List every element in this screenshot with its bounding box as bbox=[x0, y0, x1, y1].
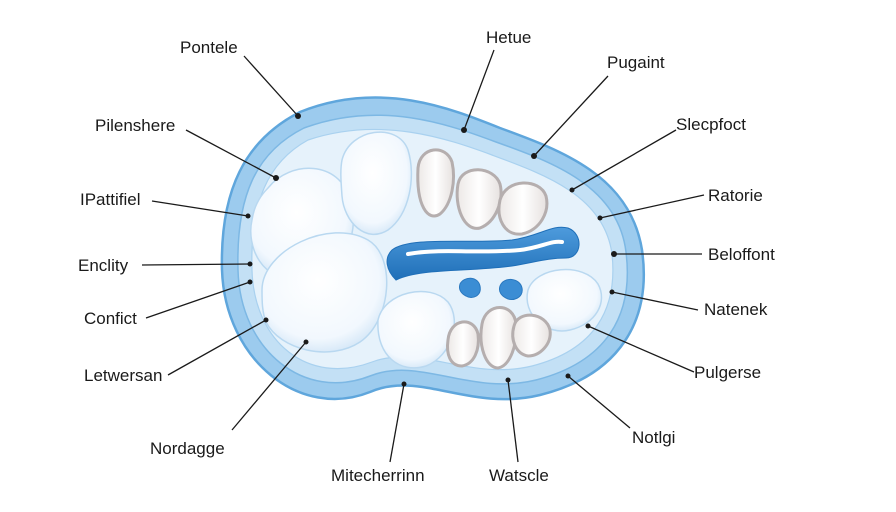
central-channel bbox=[386, 226, 580, 281]
label-pontele: Pontele bbox=[180, 38, 238, 57]
dot-beloffont bbox=[611, 251, 617, 257]
label-slecpfoct: Slecpfoct bbox=[676, 115, 746, 134]
label-beloffont: Beloffont bbox=[708, 245, 775, 264]
tooth-lower-3 bbox=[511, 313, 552, 358]
dot-letwersan bbox=[263, 317, 269, 323]
nodule-left bbox=[459, 277, 481, 299]
dot-pontele bbox=[295, 113, 301, 119]
channel-highlight bbox=[406, 239, 564, 256]
tooth-upper-3 bbox=[497, 181, 549, 236]
leader-ipattifiel bbox=[151, 200, 249, 217]
lower-teeth bbox=[446, 306, 552, 370]
label-enclity: Enclity bbox=[78, 256, 129, 275]
labels: Pontele Hetue Pugaint Pilenshere Slecpfo… bbox=[78, 28, 775, 485]
label-natenek: Natenek bbox=[704, 300, 768, 319]
label-pulgerse: Pulgerse bbox=[694, 363, 761, 382]
label-ipattifiel: IPattifiel bbox=[80, 190, 140, 209]
leader-natenek bbox=[611, 291, 699, 311]
dot-ratorie bbox=[597, 215, 603, 221]
label-ratorie: Ratorie bbox=[708, 186, 763, 205]
label-pilenshere: Pilenshere bbox=[95, 116, 175, 135]
dot-mitecherrinn bbox=[401, 381, 407, 387]
leader-letwersan bbox=[167, 319, 267, 376]
label-mitecherrinn: Mitecherrinn bbox=[331, 466, 425, 485]
label-watscle: Watscle bbox=[489, 466, 549, 485]
tooth-upper-1 bbox=[416, 148, 455, 218]
dot-hetue bbox=[461, 127, 467, 133]
tooth-lower-2 bbox=[479, 306, 518, 370]
leader-slecpfoct bbox=[571, 129, 677, 191]
leader-nordagge bbox=[231, 341, 307, 431]
label-confict: Confict bbox=[84, 309, 137, 328]
dot-pilenshere bbox=[273, 175, 279, 181]
label-pugaint: Pugaint bbox=[607, 53, 665, 72]
dot-notlgi bbox=[565, 373, 571, 379]
leader-pilenshere bbox=[185, 129, 277, 179]
leader-confict bbox=[145, 281, 251, 319]
leader-mitecherrinn bbox=[389, 383, 405, 463]
label-notlgi: Notlgi bbox=[632, 428, 675, 447]
leader-dots bbox=[245, 113, 617, 387]
leader-pugaint bbox=[533, 75, 609, 157]
dot-nordagge bbox=[303, 339, 309, 345]
dot-watscle bbox=[505, 377, 511, 383]
label-hetue: Hetue bbox=[486, 28, 531, 47]
leader-watscle bbox=[507, 379, 519, 463]
leader-pontele bbox=[243, 55, 299, 117]
cell-tall bbox=[340, 131, 413, 236]
dot-enclity bbox=[247, 261, 253, 267]
dot-pulgerse bbox=[585, 323, 591, 329]
tooth-lower-1 bbox=[446, 320, 480, 368]
dot-pugaint bbox=[531, 153, 537, 159]
upper-teeth bbox=[416, 148, 549, 236]
dot-ipattifiel bbox=[245, 213, 251, 219]
dot-natenek bbox=[609, 289, 615, 295]
leader-lines bbox=[141, 49, 705, 463]
dot-confict bbox=[247, 279, 253, 285]
leader-hetue bbox=[463, 49, 495, 131]
leader-notlgi bbox=[567, 375, 631, 429]
leader-enclity bbox=[141, 263, 251, 266]
nodule-right bbox=[499, 279, 523, 301]
label-nordagge: Nordagge bbox=[150, 439, 225, 458]
dot-slecpfoct bbox=[569, 187, 575, 193]
label-letwersan: Letwersan bbox=[84, 366, 162, 385]
leader-pulgerse bbox=[587, 325, 695, 373]
leader-ratorie bbox=[599, 194, 705, 219]
